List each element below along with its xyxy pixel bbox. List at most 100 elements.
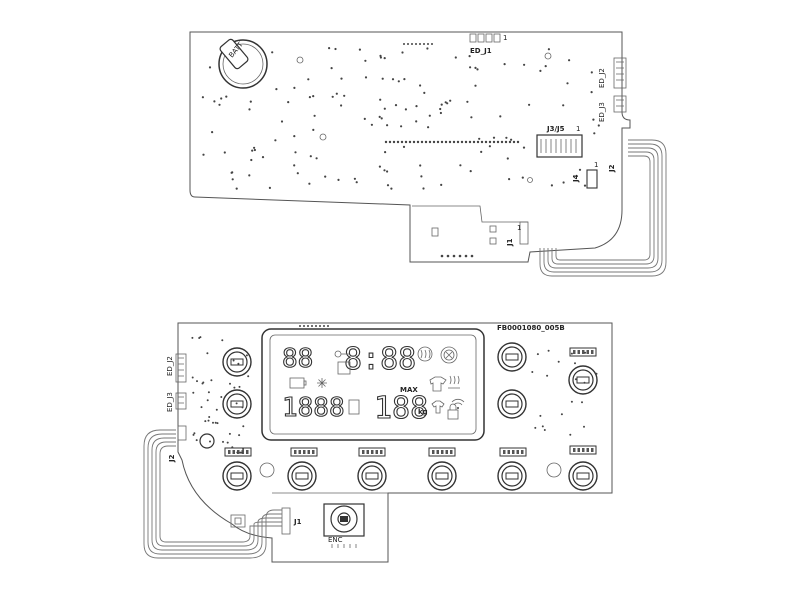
pad (431, 43, 433, 45)
test-point (220, 396, 223, 398)
test-point (343, 94, 346, 97)
lcd-digits-top-left: 88 (282, 344, 313, 374)
connector-j1-top: 1 J1 (506, 221, 529, 247)
test-point (574, 378, 577, 381)
test-point (355, 181, 358, 184)
pad (516, 140, 520, 144)
pad (392, 140, 396, 144)
test-point (241, 406, 244, 409)
pad (299, 325, 301, 327)
pad (424, 140, 428, 144)
j3-j5-label: J3/J5 (546, 125, 565, 133)
pad (307, 325, 309, 327)
test-point (539, 414, 542, 417)
test-point (544, 65, 547, 68)
led-connector (569, 445, 597, 455)
test-point (536, 353, 539, 356)
pad (315, 325, 317, 327)
test-point (313, 114, 316, 117)
test-point (383, 57, 386, 60)
lcd-box-icon (348, 399, 360, 415)
test-point (229, 382, 231, 385)
tactile-button[interactable] (497, 461, 527, 491)
pad (411, 43, 413, 45)
pad (427, 43, 429, 45)
connector-j2-bottom: J2 (168, 425, 187, 463)
lcd-max-label: MAX (400, 386, 418, 394)
pad (452, 140, 456, 144)
pad-row-long (384, 43, 520, 144)
test-point (293, 135, 296, 138)
pad (428, 140, 432, 144)
test-point (488, 145, 491, 148)
bottom-ed-j3-label: ED_J3 (166, 392, 174, 412)
lcd-digits-bottom-right: 188 (374, 391, 428, 426)
j4-pin-label: 1 (594, 161, 598, 169)
test-point (449, 99, 452, 102)
led-connector (358, 447, 386, 457)
test-point (402, 145, 406, 148)
test-point (208, 416, 211, 418)
test-point (391, 78, 395, 81)
lcd-key-icon (334, 350, 349, 358)
tactile-button[interactable] (568, 365, 598, 395)
tactile-button[interactable] (497, 342, 527, 372)
test-point (328, 47, 331, 50)
header-ed-j2: ED_J2 (598, 57, 627, 89)
test-point (324, 175, 327, 178)
test-point (209, 440, 211, 443)
smd-component (489, 225, 497, 233)
test-point (508, 178, 511, 181)
buzzer (199, 433, 215, 449)
test-point (584, 351, 587, 354)
test-point (312, 128, 315, 131)
test-point (423, 91, 426, 94)
test-point (206, 352, 209, 355)
test-point (547, 48, 551, 51)
test-point (293, 164, 296, 167)
test-point (215, 408, 218, 411)
tactile-button[interactable] (287, 461, 317, 491)
test-point (480, 150, 483, 153)
connector-j1-bottom: J1 (281, 507, 302, 535)
test-point (474, 66, 477, 69)
tactile-button[interactable] (427, 461, 457, 491)
test-point (474, 84, 477, 87)
header-ed-j3-bottom: ED_J3 (166, 392, 187, 412)
pad (400, 140, 404, 144)
test-point (523, 63, 526, 66)
tactile-button[interactable] (497, 389, 527, 419)
test-point (546, 374, 549, 377)
test-point (427, 126, 430, 129)
test-points-bottom (191, 325, 598, 454)
test-point (378, 115, 381, 118)
test-point (216, 422, 219, 425)
tactile-button[interactable] (222, 347, 252, 377)
tactile-button[interactable] (568, 461, 598, 491)
led-connector (569, 347, 597, 357)
test-point (381, 77, 384, 80)
test-point (397, 80, 400, 83)
smd-component (431, 227, 439, 237)
test-point (420, 175, 423, 178)
test-point (522, 146, 526, 149)
test-point (210, 379, 213, 382)
tactile-button[interactable] (357, 461, 387, 491)
test-point (191, 336, 194, 339)
tactile-switch (230, 514, 246, 528)
j4-label: J4 (572, 174, 580, 183)
test-point (204, 420, 207, 423)
test-point (241, 451, 243, 454)
test-point (202, 153, 205, 156)
test-point (439, 107, 442, 111)
test-point (192, 433, 195, 436)
test-point (242, 425, 245, 428)
test-point (534, 426, 537, 429)
tactile-button[interactable] (222, 461, 252, 491)
test-point (193, 432, 196, 435)
lcd-heat-icon (448, 375, 460, 389)
pad (484, 140, 488, 144)
test-point (378, 165, 381, 168)
test-point (218, 103, 221, 106)
pad (396, 140, 400, 144)
